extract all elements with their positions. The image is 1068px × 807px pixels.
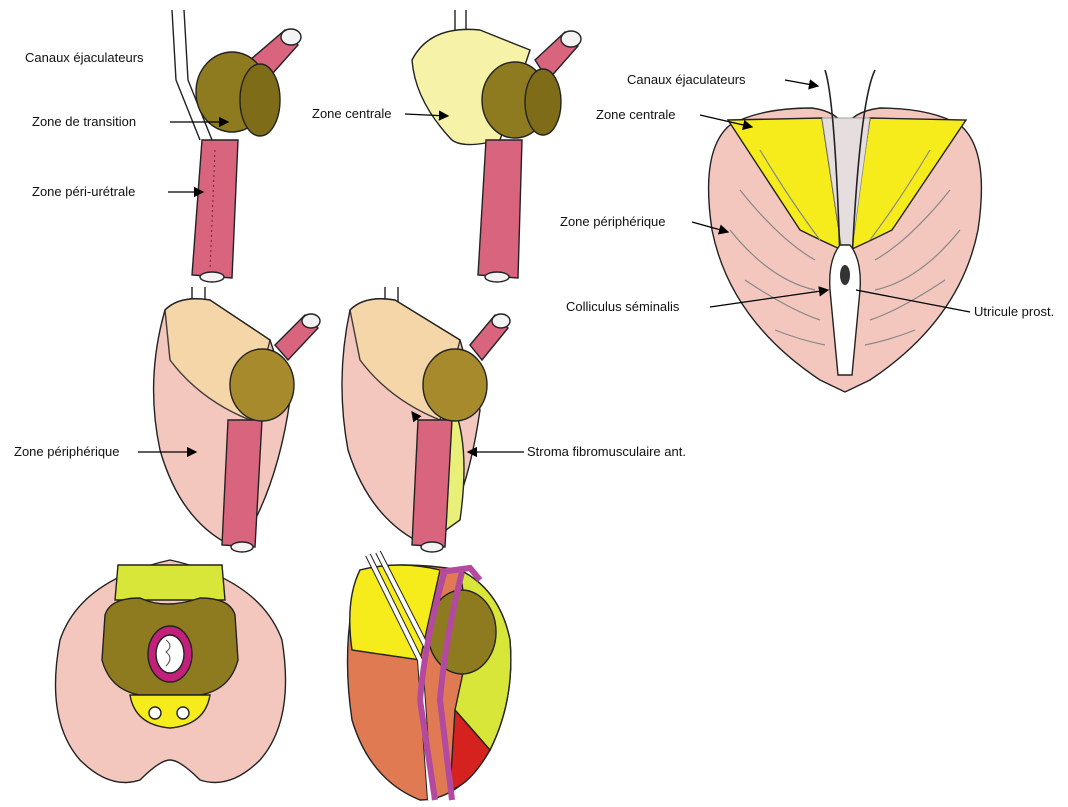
- label-zone-centrale-2: Zone centrale: [596, 107, 676, 122]
- figure-transverse-section: [56, 560, 286, 783]
- figure-sagittal-section: [348, 552, 511, 800]
- figure-stroma: [342, 287, 510, 552]
- label-zone-centrale-1: Zone centrale: [312, 106, 392, 121]
- label-canaux-ejaculateurs-1: Canaux éjaculateurs: [25, 50, 144, 65]
- urethra-4: [222, 420, 262, 547]
- stroma-transverse: [115, 565, 225, 600]
- figure-coronal-section: [709, 70, 982, 392]
- figure-peripheral-zone: [154, 287, 320, 552]
- label-utricule: Utricule prost.: [974, 304, 1054, 319]
- label-canaux-ejaculateurs-2: Canaux éjaculateurs: [627, 72, 746, 87]
- label-colliculus: Colliculus séminalis: [566, 299, 680, 314]
- transition-zone-4: [230, 349, 294, 421]
- figure-central-zone: [412, 10, 581, 282]
- label-zone-peripherique-2: Zone périphérique: [14, 444, 120, 459]
- label-zone-transition: Zone de transition: [32, 114, 136, 129]
- urethra-2-lower: [478, 140, 522, 278]
- label-zone-peri-uretrale: Zone péri-urétrale: [32, 184, 135, 199]
- figure-transition-zone: [172, 10, 301, 282]
- label-zone-peripherique-1: Zone périphérique: [560, 214, 666, 229]
- label-stroma: Stroma fibromusculaire ant.: [527, 444, 686, 459]
